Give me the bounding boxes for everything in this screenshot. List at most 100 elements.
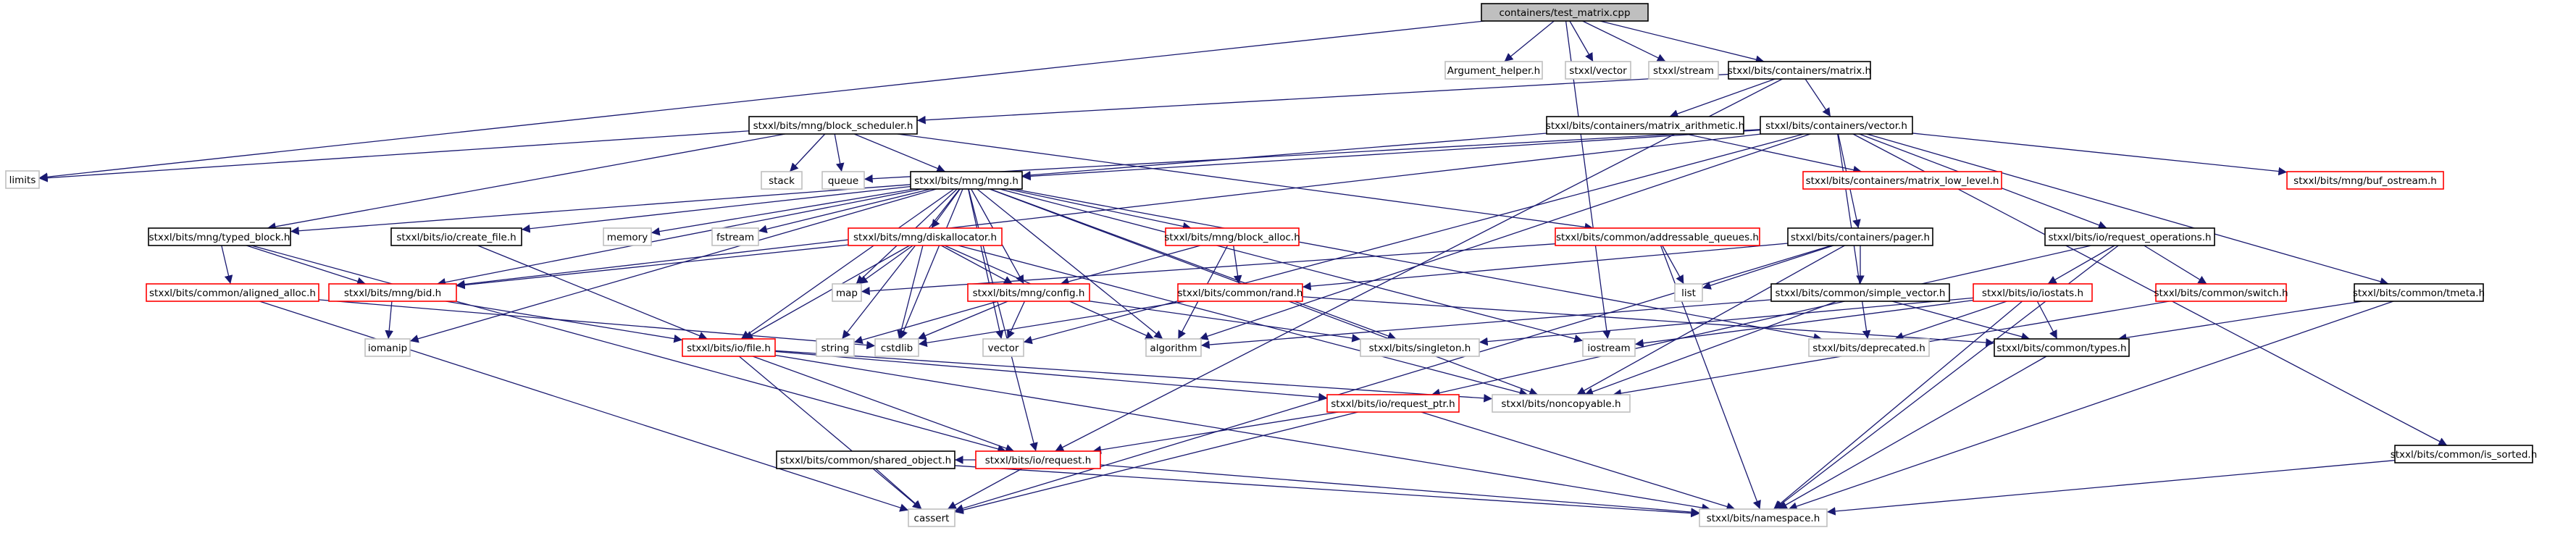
node-label-matrix_arith: stxxl/bits/containers/matrix_arithmetic.… (1546, 120, 1744, 132)
node-box-limits (5, 170, 40, 189)
edge-request_h-to-namespace_h (1100, 464, 1700, 516)
edge-file_h-to-request_h (752, 356, 1015, 453)
node-box-matrix_arith (1546, 116, 1744, 135)
edge-mng_h-to-bid_h (437, 188, 922, 287)
edge-root-to-stxxl_vector (1569, 20, 1594, 62)
node-label-typed_block: stxxl/bits/mng/typed_block.h (149, 232, 290, 243)
node-box-addressable_queues (1555, 227, 1760, 246)
node-label-diskallocator: stxxl/bits/mng/diskallocator.h (853, 232, 997, 243)
edge-block_alloc-to-config_h (1060, 245, 1201, 286)
edge-root-to-stxxl_stream (1582, 20, 1666, 62)
node-mng_h[interactable]: stxxl/bits/mng/mng.h (910, 171, 1023, 190)
node-iostats[interactable]: stxxl/bits/io/iostats.h (1973, 283, 2093, 302)
edge-typed_block-to-bid_h (246, 245, 366, 285)
node-label-config_h: stxxl/bits/mng/config.h (973, 288, 1085, 299)
node-matrix_arith[interactable]: stxxl/bits/containers/matrix_arithmetic.… (1546, 116, 1744, 135)
node-namespace_h: stxxl/bits/namespace.h (1699, 508, 1828, 527)
node-box-stack (761, 171, 803, 190)
node-box-singleton (1360, 338, 1480, 357)
node-types_h[interactable]: stxxl/bits/common/types.h (1994, 338, 2130, 357)
node-label-shared_object: stxxl/bits/common/shared_object.h (780, 455, 951, 466)
node-box-block_scheduler (748, 116, 918, 135)
node-algorithm: algorithm (1145, 338, 1202, 357)
node-label-namespace_h: stxxl/bits/namespace.h (1707, 513, 1820, 524)
node-shared_object[interactable]: stxxl/bits/common/shared_object.h (776, 450, 955, 469)
node-create_file[interactable]: stxxl/bits/io/create_file.h (390, 227, 522, 246)
node-buf_ostream[interactable]: stxxl/bits/mng/buf_ostream.h (2286, 171, 2444, 190)
node-box-mng_h (910, 171, 1023, 190)
edge-addressable_queues-to-list (1662, 245, 1684, 285)
node-box-namespace_h (1699, 508, 1828, 527)
node-label-aligned_alloc: stxxl/bits/common/aligned_alloc.h (149, 288, 316, 299)
edge-diskallocator-to-cstdlib (897, 245, 924, 340)
node-simple_vector[interactable]: stxxl/bits/common/simple_vector.h (1770, 283, 1950, 302)
node-config_h[interactable]: stxxl/bits/mng/config.h (967, 283, 1090, 302)
edge-simple_vector-to-algorithm (1200, 299, 1772, 349)
node-label-fstream: fstream (716, 232, 754, 243)
edge-tmeta-to-types_h (2117, 301, 2363, 342)
edge-diskallocator-to-config_h (940, 245, 1013, 285)
node-pager[interactable]: stxxl/bits/containers/pager.h (1787, 227, 1933, 246)
node-diskallocator[interactable]: stxxl/bits/mng/diskallocator.h (848, 227, 1003, 246)
node-request_ops[interactable]: stxxl/bits/io/request_operations.h (2044, 227, 2215, 246)
node-box-iostats (1973, 283, 2093, 302)
edge-vector_h-to-mng_h (1021, 129, 1761, 181)
edge-mng_h-to-iostream (999, 188, 1584, 343)
node-box-matrix_h (1728, 61, 1871, 80)
node-box-config_h (967, 283, 1090, 302)
node-root[interactable]: containers/test_matrix.cpp (1481, 3, 1649, 22)
node-label-memory: memory (607, 232, 648, 243)
node-is_sorted[interactable]: stxxl/bits/common/is_sorted.h (2391, 445, 2538, 463)
node-vector_h[interactable]: stxxl/bits/containers/vector.h (1760, 116, 1913, 135)
node-argument_helper: Argument_helper.h (1444, 61, 1543, 80)
edge-iostats-to-deprecated (1894, 301, 2007, 340)
edge-config_h-to-cstdlib (917, 301, 1008, 340)
edge-vector_h-to-vector (1023, 133, 1805, 345)
edge-block_scheduler-to-stack (789, 133, 826, 172)
node-box-diskallocator (848, 227, 1003, 246)
node-file_h[interactable]: stxxl/bits/io/file.h (682, 338, 776, 357)
node-label-vector_h: stxxl/bits/containers/vector.h (1765, 120, 1907, 132)
edge-is_sorted-to-namespace_h (1826, 459, 2396, 516)
node-label-deprecated: stxxl/bits/deprecated.h (1812, 343, 1925, 354)
node-rand_h[interactable]: stxxl/bits/common/rand.h (1177, 283, 1303, 302)
edge-file_h-to-cassert (738, 356, 922, 510)
node-label-stxxl_stream: stxxl/stream (1653, 65, 1714, 77)
node-label-iostream: iostream (1587, 343, 1630, 354)
node-label-addressable_queues: stxxl/bits/common/addressable_queues.h (1556, 232, 1759, 243)
node-label-bid_h: stxxl/bits/mng/bid.h (344, 288, 441, 299)
edge-shared_object-to-namespace_h (954, 465, 1700, 518)
node-addressable_queues[interactable]: stxxl/bits/common/addressable_queues.h (1555, 227, 1760, 246)
node-box-request_ops (2044, 227, 2215, 246)
node-switch_h[interactable]: stxxl/bits/common/switch.h (2154, 283, 2288, 302)
edge-diskallocator-to-map (858, 245, 913, 285)
node-matrix_low[interactable]: stxxl/bits/containers/matrix_low_level.h (1802, 171, 2002, 190)
node-request_ptr[interactable]: stxxl/bits/io/request_ptr.h (1326, 394, 1460, 413)
node-box-switch_h (2155, 283, 2287, 302)
node-box-iostream (1582, 338, 1636, 357)
edge-iostats-to-types_h (2036, 301, 2058, 340)
node-label-root: containers/test_matrix.cpp (1499, 7, 1630, 19)
node-label-noncopyable: stxxl/bits/noncopyable.h (1501, 398, 1621, 410)
edge-block_scheduler-to-typed_block (267, 133, 786, 231)
node-label-iomanip: iomanip (368, 343, 407, 354)
node-label-limits: limits (9, 175, 36, 186)
node-aligned_alloc[interactable]: stxxl/bits/common/aligned_alloc.h (146, 283, 319, 302)
node-label-queue: queue (828, 175, 858, 187)
node-matrix_h[interactable]: stxxl/bits/containers/matrix.h (1728, 61, 1871, 80)
node-iomanip: iomanip (364, 338, 411, 357)
node-bid_h[interactable]: stxxl/bits/mng/bid.h (328, 283, 457, 302)
node-tmeta[interactable]: stxxl/bits/common/tmeta.h (2353, 283, 2485, 302)
node-block_alloc[interactable]: stxxl/bits/mng/block_alloc.h (1164, 227, 1300, 246)
node-deprecated: stxxl/bits/deprecated.h (1808, 338, 1930, 357)
node-request_h[interactable]: stxxl/bits/io/request.h (975, 450, 1101, 469)
edge-vector_h-to-bid_h (456, 133, 1762, 289)
node-box-cstdlib (874, 338, 919, 357)
node-typed_block[interactable]: stxxl/bits/mng/typed_block.h (148, 227, 291, 246)
node-label-block_alloc: stxxl/bits/mng/block_alloc.h (1164, 232, 1300, 243)
node-box-simple_vector (1770, 283, 1950, 302)
node-stxxl_stream: stxxl/stream (1648, 61, 1719, 80)
edge-request_h-to-cassert (947, 468, 1023, 510)
node-block_scheduler[interactable]: stxxl/bits/mng/block_scheduler.h (748, 116, 918, 135)
node-label-create_file: stxxl/bits/io/create_file.h (396, 232, 516, 243)
